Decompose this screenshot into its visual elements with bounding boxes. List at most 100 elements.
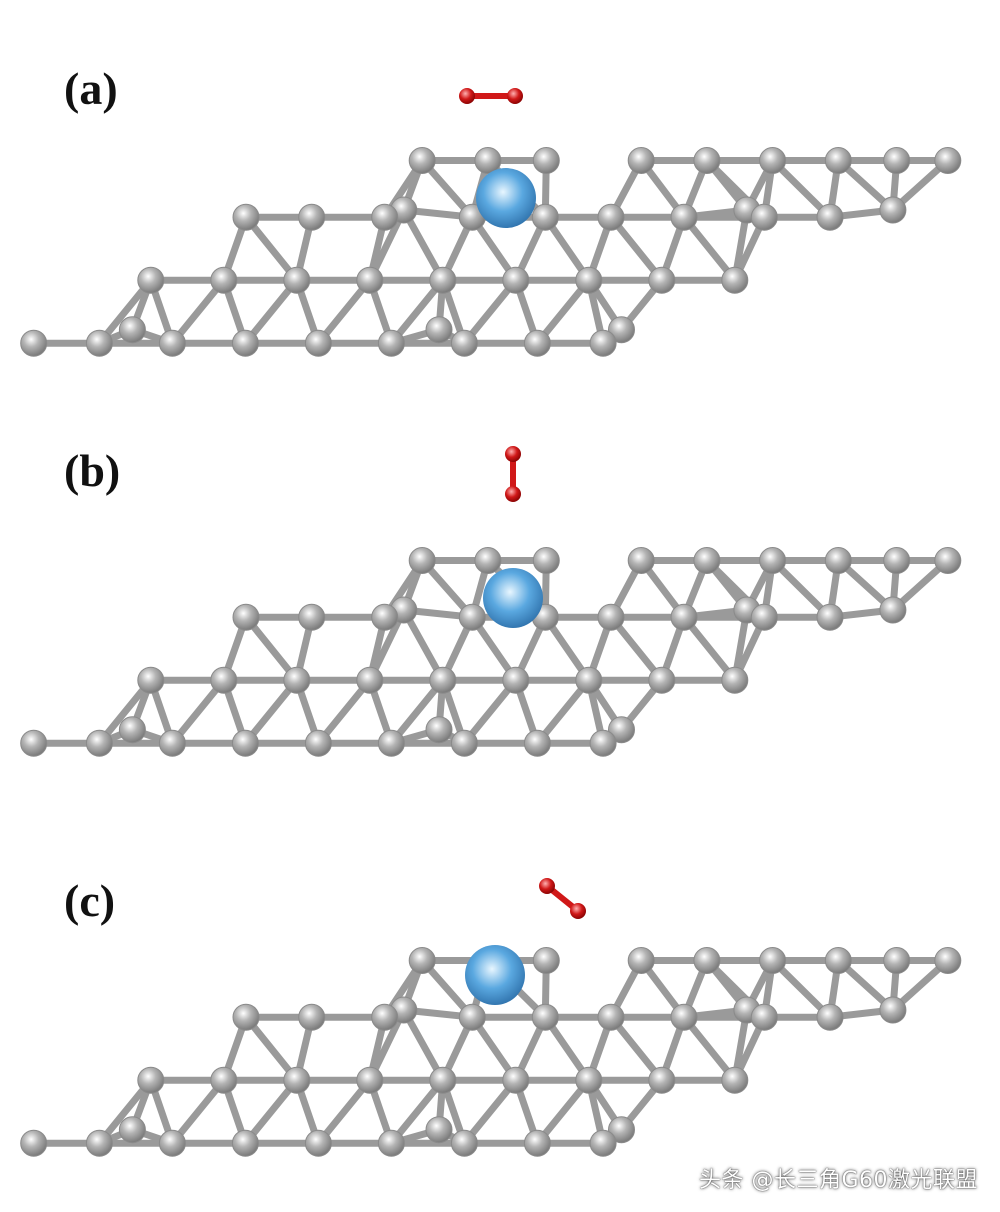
carbon-bond <box>168 1076 228 1147</box>
carbon-atom <box>693 147 721 174</box>
carbon-atom <box>934 547 962 574</box>
oxygen-atom <box>570 903 586 919</box>
carbon-atom <box>137 266 165 294</box>
carbon-bond <box>314 676 374 747</box>
carbon-atom <box>232 603 260 631</box>
carbon-atom <box>934 947 962 974</box>
carbon-atom-group <box>20 547 962 757</box>
carbon-bond <box>314 276 374 347</box>
carbon-bond <box>460 276 520 347</box>
carbon-atom <box>648 266 676 294</box>
panel-label-a: (a) <box>64 63 118 114</box>
carbon-atom <box>458 603 486 631</box>
carbon-atom-group <box>20 147 962 357</box>
carbon-atom <box>721 266 749 294</box>
carbon-atom <box>575 666 603 694</box>
carbon-atom <box>575 1066 603 1094</box>
carbon-atom <box>759 947 787 974</box>
carbon-atom <box>231 329 259 357</box>
carbon-atom <box>531 1003 559 1031</box>
carbon-atom <box>824 147 852 174</box>
carbon-atom <box>502 666 530 694</box>
carbon-atom <box>304 1129 332 1157</box>
oxygen-molecule <box>539 878 586 919</box>
carbon-atom <box>458 1003 486 1031</box>
carbon-atom <box>377 329 405 357</box>
panel-label-b: (b) <box>64 445 121 496</box>
carbon-bond <box>95 276 155 347</box>
carbon-atom <box>408 147 436 174</box>
panel-c: (c) <box>0 800 1000 1200</box>
carbon-atom <box>118 316 146 344</box>
carbon-bond <box>168 676 228 747</box>
carbon-atom <box>523 1129 551 1157</box>
carbon-atom <box>883 947 911 974</box>
carbon-atom <box>879 996 907 1024</box>
watermark-text: 头条 @长三角G60激光联盟 <box>698 1168 978 1193</box>
carbon-atom <box>824 947 852 974</box>
carbon-atom <box>750 1003 778 1031</box>
carbon-atom <box>377 1129 405 1157</box>
carbon-bond <box>387 276 447 347</box>
carbon-atom <box>523 729 551 757</box>
carbon-atom <box>597 1003 625 1031</box>
carbon-atom <box>532 147 560 174</box>
carbon-atom <box>575 266 603 294</box>
carbon-atom <box>210 1066 238 1094</box>
carbon-bond <box>533 276 593 347</box>
panel-label-c: (c) <box>64 875 116 926</box>
carbon-atom <box>627 547 655 574</box>
carbon-atom <box>85 329 113 357</box>
carbon-atom <box>502 266 530 294</box>
panel-a: (a) <box>0 0 1000 400</box>
oxygen-atom <box>505 486 521 502</box>
carbon-atom <box>231 1129 259 1157</box>
carbon-atom <box>137 1066 165 1094</box>
carbon-atom <box>532 947 560 974</box>
carbon-atom <box>879 596 907 624</box>
carbon-atom <box>824 547 852 574</box>
carbon-atom <box>371 1003 399 1031</box>
carbon-atom <box>721 666 749 694</box>
carbon-atom <box>721 1066 749 1094</box>
carbon-atom <box>356 1066 384 1094</box>
carbon-atom <box>429 1066 457 1094</box>
carbon-atom <box>298 603 326 631</box>
carbon-atom <box>816 203 844 231</box>
carbon-atom <box>450 329 478 357</box>
carbon-atom <box>816 603 844 631</box>
oxygen-molecule <box>505 446 521 502</box>
carbon-atom <box>693 947 721 974</box>
carbon-atom <box>232 203 260 231</box>
carbon-bond <box>95 1076 155 1147</box>
carbon-atom <box>532 547 560 574</box>
carbon-atom <box>283 266 311 294</box>
carbon-atom <box>304 729 332 757</box>
carbon-atom <box>158 729 186 757</box>
carbon-bond <box>387 1076 447 1147</box>
structure-c <box>20 878 962 1157</box>
carbon-atom <box>693 547 721 574</box>
oxygen-atom <box>459 88 475 104</box>
carbon-atom <box>425 316 453 344</box>
carbon-atom <box>371 203 399 231</box>
carbon-bond <box>168 276 228 347</box>
carbon-atom <box>589 329 617 357</box>
carbon-atom <box>589 729 617 757</box>
carbon-atom <box>377 729 405 757</box>
carbon-atom <box>304 329 332 357</box>
carbon-atom <box>425 716 453 744</box>
carbon-atom <box>298 1003 326 1031</box>
carbon-atom <box>283 1066 311 1094</box>
carbon-bond <box>241 1076 301 1147</box>
structure-a <box>20 88 962 357</box>
carbon-atom <box>450 729 478 757</box>
carbon-atom <box>85 1129 113 1157</box>
carbon-atom <box>523 329 551 357</box>
oxygen-molecule <box>459 88 523 104</box>
carbon-atom <box>759 547 787 574</box>
carbon-atom <box>429 266 457 294</box>
carbon-atom <box>627 947 655 974</box>
carbon-atom <box>608 316 635 344</box>
